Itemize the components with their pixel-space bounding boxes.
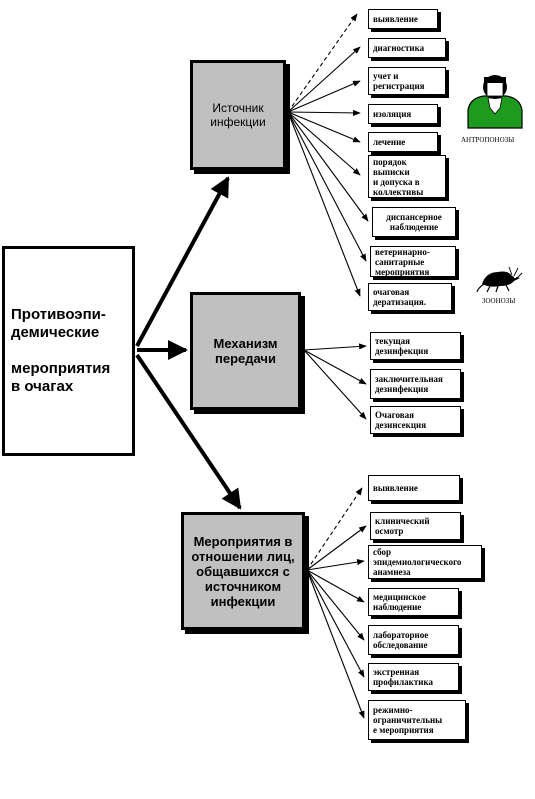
contact-persons-box: Мероприятия в отношении лиц, общавшихся … [181, 512, 305, 630]
connector-source-1 [287, 46, 361, 113]
connector-mechanism-2 [303, 349, 367, 420]
connector-contacts-1 [306, 525, 367, 571]
connector-source-7 [287, 111, 367, 262]
source-item-isolation: изоляция [368, 104, 438, 124]
source-item-registration: учет и регистрация [368, 67, 446, 95]
connector-contacts-3 [306, 569, 365, 603]
source-of-infection-box: Источник инфекции [190, 60, 286, 170]
mechanism-item-disinsection: Очаговая дезинсекция [370, 406, 461, 434]
arrow-to-contacts [135, 353, 242, 510]
contacts-item-observation: медицинское наблюдение [368, 588, 459, 616]
source-item-dispensary: диспансерное наблюдение [372, 207, 456, 237]
contacts-item-anamnesis: сбор эпидемиологического анамнеза [368, 545, 482, 579]
source-item-treatment: лечение [368, 132, 438, 152]
contacts-item-prophylaxis: экстренная профилактика [368, 663, 459, 691]
person-icon [467, 75, 523, 129]
rat-icon [476, 266, 523, 293]
zoonosis-caption: ЗООНОЗЫ [482, 297, 516, 305]
connector-source-5 [287, 111, 361, 176]
connector-contacts-0 [306, 487, 363, 571]
source-item-veterinary: ветеринарно- санитарные мероприятия [370, 246, 456, 277]
contacts-item-clinical-exam: клинический осмотр [370, 512, 461, 540]
contacts-item-restrictive: режимно- ограничительны е мероприятия [368, 700, 466, 740]
source-item-discharge-order: порядок выписки и допуска в коллективы [368, 155, 446, 198]
source-item-deratization: очаговая дератизация. [368, 283, 452, 311]
connector-contacts-5 [306, 569, 365, 678]
contacts-item-detection: выявление [368, 475, 460, 501]
source-item-diagnostics: диагностика [368, 38, 446, 58]
arrow-to-source [135, 176, 230, 347]
connector-source-3 [287, 109, 361, 116]
connector-source-4 [287, 111, 361, 143]
connector-source-2 [287, 80, 361, 113]
connector-contacts-2 [306, 559, 365, 571]
leaf-arrows [287, 13, 369, 719]
main-measures-box: Противоэпи- демические мероприятия в оча… [2, 246, 135, 456]
anthroponosis-caption: АНТРОПОНОЗЫ [461, 136, 515, 144]
connector-source-0 [287, 13, 358, 113]
connector-contacts-6 [306, 569, 365, 719]
transmission-mechanism-box: Механизм передачи [190, 292, 301, 410]
connector-mechanism-0 [303, 343, 367, 351]
source-item-detection: выявление [368, 9, 438, 29]
connector-mechanism-1 [303, 349, 367, 385]
mechanism-item-current-disinfection: текущая дезинфекция [370, 332, 461, 360]
connector-source-8 [287, 111, 361, 297]
contacts-item-lab-exam: лабораторное обследование [368, 625, 459, 655]
connector-contacts-4 [306, 569, 365, 641]
main-arrows [135, 176, 242, 510]
connector-source-6 [287, 111, 369, 222]
mechanism-item-final-disinfection: заключительная дезинфекция [370, 369, 461, 399]
